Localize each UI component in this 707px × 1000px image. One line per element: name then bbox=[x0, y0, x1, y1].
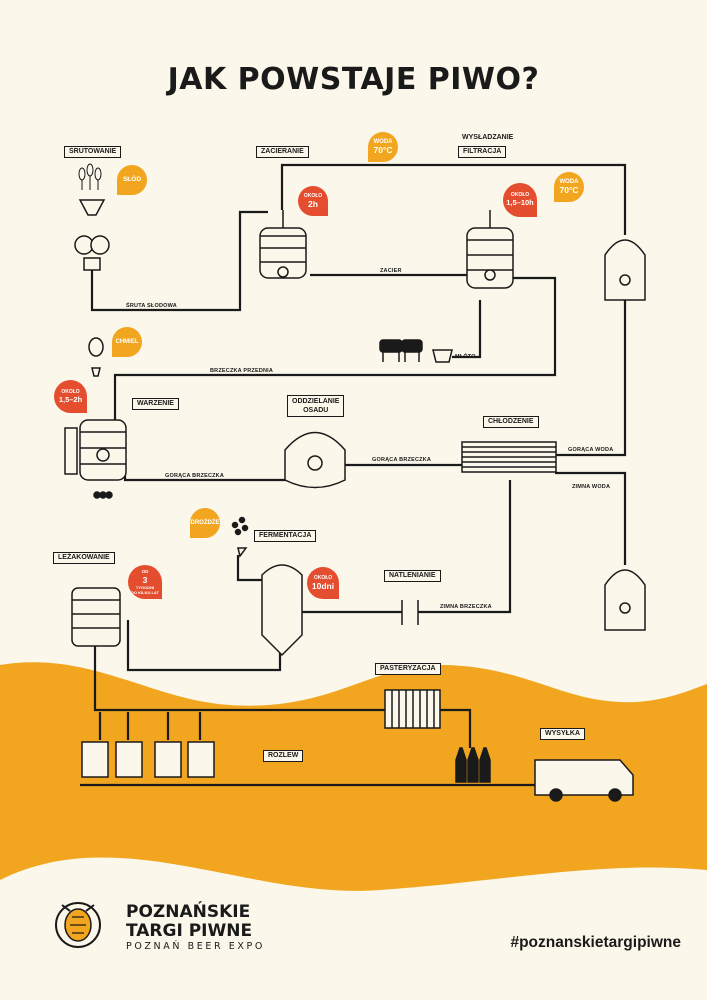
whirlpool-icon bbox=[284, 431, 346, 489]
bubble-ferm-small: OKOŁO bbox=[313, 575, 333, 581]
pipe-drozdze bbox=[236, 555, 268, 582]
pipe-past-out bbox=[440, 708, 472, 748]
pipe-label-zacier: ZACIER bbox=[380, 268, 402, 274]
pipe-brzeczka-przednia bbox=[113, 276, 557, 420]
pipe-label-mloto: MŁÓTO bbox=[455, 354, 476, 360]
mill-icon bbox=[74, 199, 110, 271]
hop-icon bbox=[88, 337, 104, 377]
stage-label-oddzielanie: ODDZIELANIE OSADU bbox=[287, 395, 345, 417]
brand-line2: TARGI PIWNE bbox=[126, 921, 253, 941]
pipe-sruta bbox=[90, 210, 268, 312]
pipe-label-zimna-brzeczka: ZIMNA BRZECZKA bbox=[440, 604, 492, 610]
bubble-warz-big: 1,5–2h bbox=[58, 394, 83, 404]
grain-icon bbox=[78, 163, 102, 190]
bubble-slod: SŁÓD bbox=[117, 165, 147, 195]
spent-grain-icon bbox=[432, 349, 453, 363]
brand-line3: POZNAŃ BEER EXPO bbox=[126, 941, 265, 952]
bubble-lez-small1: OD bbox=[141, 569, 149, 574]
oddzielanie-line1: ODDZIELANIE bbox=[292, 398, 340, 405]
van-icon bbox=[534, 759, 634, 802]
stage-label-pasteryzacja: PASTERYZACJA bbox=[375, 663, 441, 675]
pipe-goraca-woda bbox=[555, 300, 627, 457]
bubble-ferm-big: 10dni bbox=[311, 581, 335, 591]
stage-label-wysladzanie: WYSŁADZANIE bbox=[458, 133, 518, 143]
hop-pellets-icon bbox=[93, 491, 113, 499]
bubble-chmiel-text: CHMIEL bbox=[115, 339, 139, 345]
bubble-drozdze-text: DROŻDŻE bbox=[190, 520, 220, 526]
bubble-zacieranie-time: OKOŁO 2h bbox=[298, 186, 328, 216]
stage-label-chlodzenie: CHŁODZENIE bbox=[483, 416, 539, 428]
stage-label-srutowanie: ŚRUTOWANIE bbox=[64, 146, 122, 158]
bubble-zac-small: OKOŁO bbox=[303, 193, 323, 199]
bubble-woda-1-bottom: 70°C bbox=[373, 145, 393, 155]
pipe-label-goraca-brzeczka-1: GORĄCA BRZECZKA bbox=[165, 473, 225, 479]
bubble-warzenie-time: OKOŁO 1,5–2h bbox=[54, 380, 87, 413]
pipe-label-sruta: ŚRUTA SŁODOWA bbox=[126, 303, 177, 309]
chiller-icon bbox=[461, 441, 557, 473]
pipes bbox=[80, 163, 627, 787]
brand-name: POZNAŃSKIE TARGI PIWNE POZNAŃ BEER EXPO bbox=[126, 903, 265, 953]
stage-label-natlenianie: NATLENIANIE bbox=[384, 570, 441, 582]
stage-label-wysylka: WYSYŁKA bbox=[540, 728, 585, 740]
bubble-woda-1-top: WODA bbox=[373, 139, 393, 145]
bubble-drozdze: DROŻDŻE bbox=[190, 508, 220, 538]
brand-line1: POZNAŃSKIE bbox=[126, 902, 251, 922]
cow-icon bbox=[379, 339, 423, 362]
bubble-lez-small3: DO KILKU LAT bbox=[131, 590, 159, 595]
keg-icon bbox=[81, 741, 215, 778]
bubble-warz-small: OKOŁO bbox=[61, 388, 80, 395]
bubble-lezakowanie-time: OD 3 TYGODNI DO KILKU LAT bbox=[128, 565, 162, 599]
fermenter-icon bbox=[237, 547, 303, 657]
cream-footer-wave bbox=[0, 857, 707, 1000]
bubble-filtracja-time: OKOŁO 1,5–10h bbox=[503, 183, 537, 217]
pipe-ferm-out bbox=[126, 620, 282, 672]
bubble-filt-big: 1,5–10h bbox=[506, 198, 534, 207]
pasteurizer-icon bbox=[384, 689, 441, 729]
bubble-fermentacja-time: OKOŁO 10dni bbox=[307, 567, 339, 599]
bubble-woda-2: WODA 70°C bbox=[554, 172, 584, 202]
pipe-woda-top bbox=[280, 163, 627, 235]
pipe-label-brzeczka-przednia: BRZECZKA PRZEDNIA bbox=[210, 368, 274, 374]
bubble-lez-small2: TYGODNI bbox=[135, 585, 155, 590]
brew-kettle-icon bbox=[64, 419, 127, 481]
bubble-lez-big: 3 bbox=[142, 575, 148, 585]
pipe-zimna-woda bbox=[555, 471, 627, 565]
pipe-lez-out bbox=[93, 645, 385, 712]
stage-label-filtracja: FILTRACJA bbox=[458, 146, 507, 158]
stage-label-zacieranie: ZACIERANIE bbox=[256, 146, 309, 158]
hashtag: #poznanskietargipiwne bbox=[510, 934, 681, 951]
pipe-mloto bbox=[452, 300, 482, 359]
stage-label-lezakowanie: LEŻAKOWANIE bbox=[53, 552, 115, 564]
stage-label-fermentacja: FERMENTACJA bbox=[254, 530, 317, 542]
pipe-label-goraca-woda: GORĄCA WODA bbox=[568, 447, 614, 453]
page-title: JAK POWSTAJE PIWO? bbox=[167, 62, 540, 97]
stage-label-rozlew: ROZLEW bbox=[263, 750, 304, 762]
bubble-filt-small: OKOŁO bbox=[510, 192, 530, 198]
pipe-label-goraca-brzeczka-2: GORĄCA BRZECZKA bbox=[372, 457, 432, 463]
cold-water-tank-icon bbox=[604, 569, 646, 631]
brand-logo-icon bbox=[55, 902, 101, 948]
pipe-zimna-brzeczka bbox=[418, 480, 512, 614]
yeast-icon bbox=[231, 516, 249, 536]
bubble-woda-2-top: WODA bbox=[559, 179, 579, 185]
bubble-chmiel: CHMIEL bbox=[112, 327, 142, 357]
equipment bbox=[64, 163, 646, 802]
mash-tun-icon bbox=[259, 210, 307, 279]
oddzielanie-line2: OSADU bbox=[303, 407, 329, 414]
bubble-woda-2-bottom: 70°C bbox=[559, 185, 579, 195]
pipe-label-zimna-woda: ZIMNA WODA bbox=[572, 484, 611, 490]
lagering-tank-icon bbox=[71, 587, 121, 647]
bubble-zac-big: 2h bbox=[308, 199, 318, 209]
oxygenation-icon bbox=[401, 600, 419, 625]
bubble-woda-1: WODA 70°C bbox=[368, 132, 398, 162]
bottle-icon bbox=[455, 747, 491, 783]
bubble-slod-text: SŁÓD bbox=[122, 176, 142, 183]
pipe-kegs bbox=[98, 712, 202, 740]
lauter-tun-icon bbox=[466, 210, 514, 289]
stage-label-warzenie: WARZENIE bbox=[132, 398, 179, 410]
hot-water-tank-icon bbox=[604, 239, 646, 301]
